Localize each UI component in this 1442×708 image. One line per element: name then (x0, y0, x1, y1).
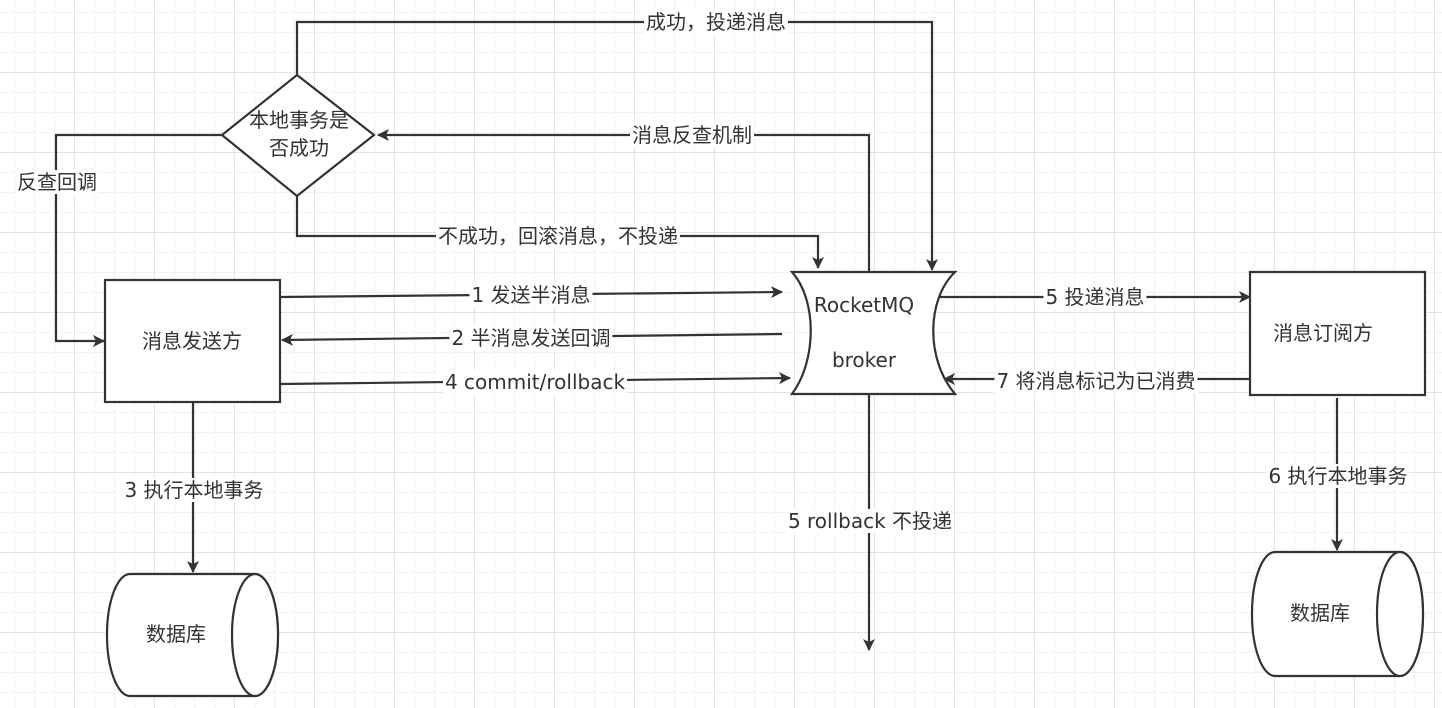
subscriber-box (1248, 270, 1427, 397)
decision-label-line1: 本地事务是 (249, 108, 349, 132)
decision-label-line2: 否成功 (269, 136, 329, 160)
database-left-label: 数据库 (146, 622, 206, 646)
label-check-callback: 反查回调 (15, 170, 99, 194)
database-right (1250, 550, 1425, 678)
label-success-deliver: 成功，投递消息 (644, 10, 788, 34)
label-mark-consumed: 7 将消息标记为已消费 (994, 369, 1198, 393)
edge-success-deliver (295, 20, 938, 271)
sender-label: 消息发送方 (142, 329, 242, 353)
label-commit-rollback: 4 commit/rollback (442, 370, 628, 394)
decision-diamond (220, 73, 376, 198)
label-fail-rollback: 不成功，回滚消息，不投递 (436, 224, 680, 248)
label-exec-local-3: 3 执行本地事务 (122, 478, 266, 502)
label-rollback-no-deliver: 5 rollback 不投递 (785, 509, 955, 533)
label-exec-local-6: 6 执行本地事务 (1266, 464, 1410, 488)
subscriber-label: 消息订阅方 (1273, 321, 1373, 345)
label-check-mechanism: 消息反查机制 (630, 123, 754, 147)
edge-check-callback (54, 133, 222, 347)
label-send-half: 1 发送半消息 (469, 283, 593, 307)
label-half-callback: 2 半消息发送回调 (449, 326, 613, 350)
sender-box (103, 278, 282, 404)
broker-label-line1: RocketMQ (813, 293, 915, 317)
database-left (105, 572, 280, 698)
broker-shape (789, 270, 958, 396)
broker-label-line2: broker (831, 348, 897, 372)
label-deliver-5: 5 投递消息 (1043, 285, 1147, 309)
database-right-label: 数据库 (1290, 601, 1350, 625)
edge-check-mechanism (377, 129, 871, 272)
